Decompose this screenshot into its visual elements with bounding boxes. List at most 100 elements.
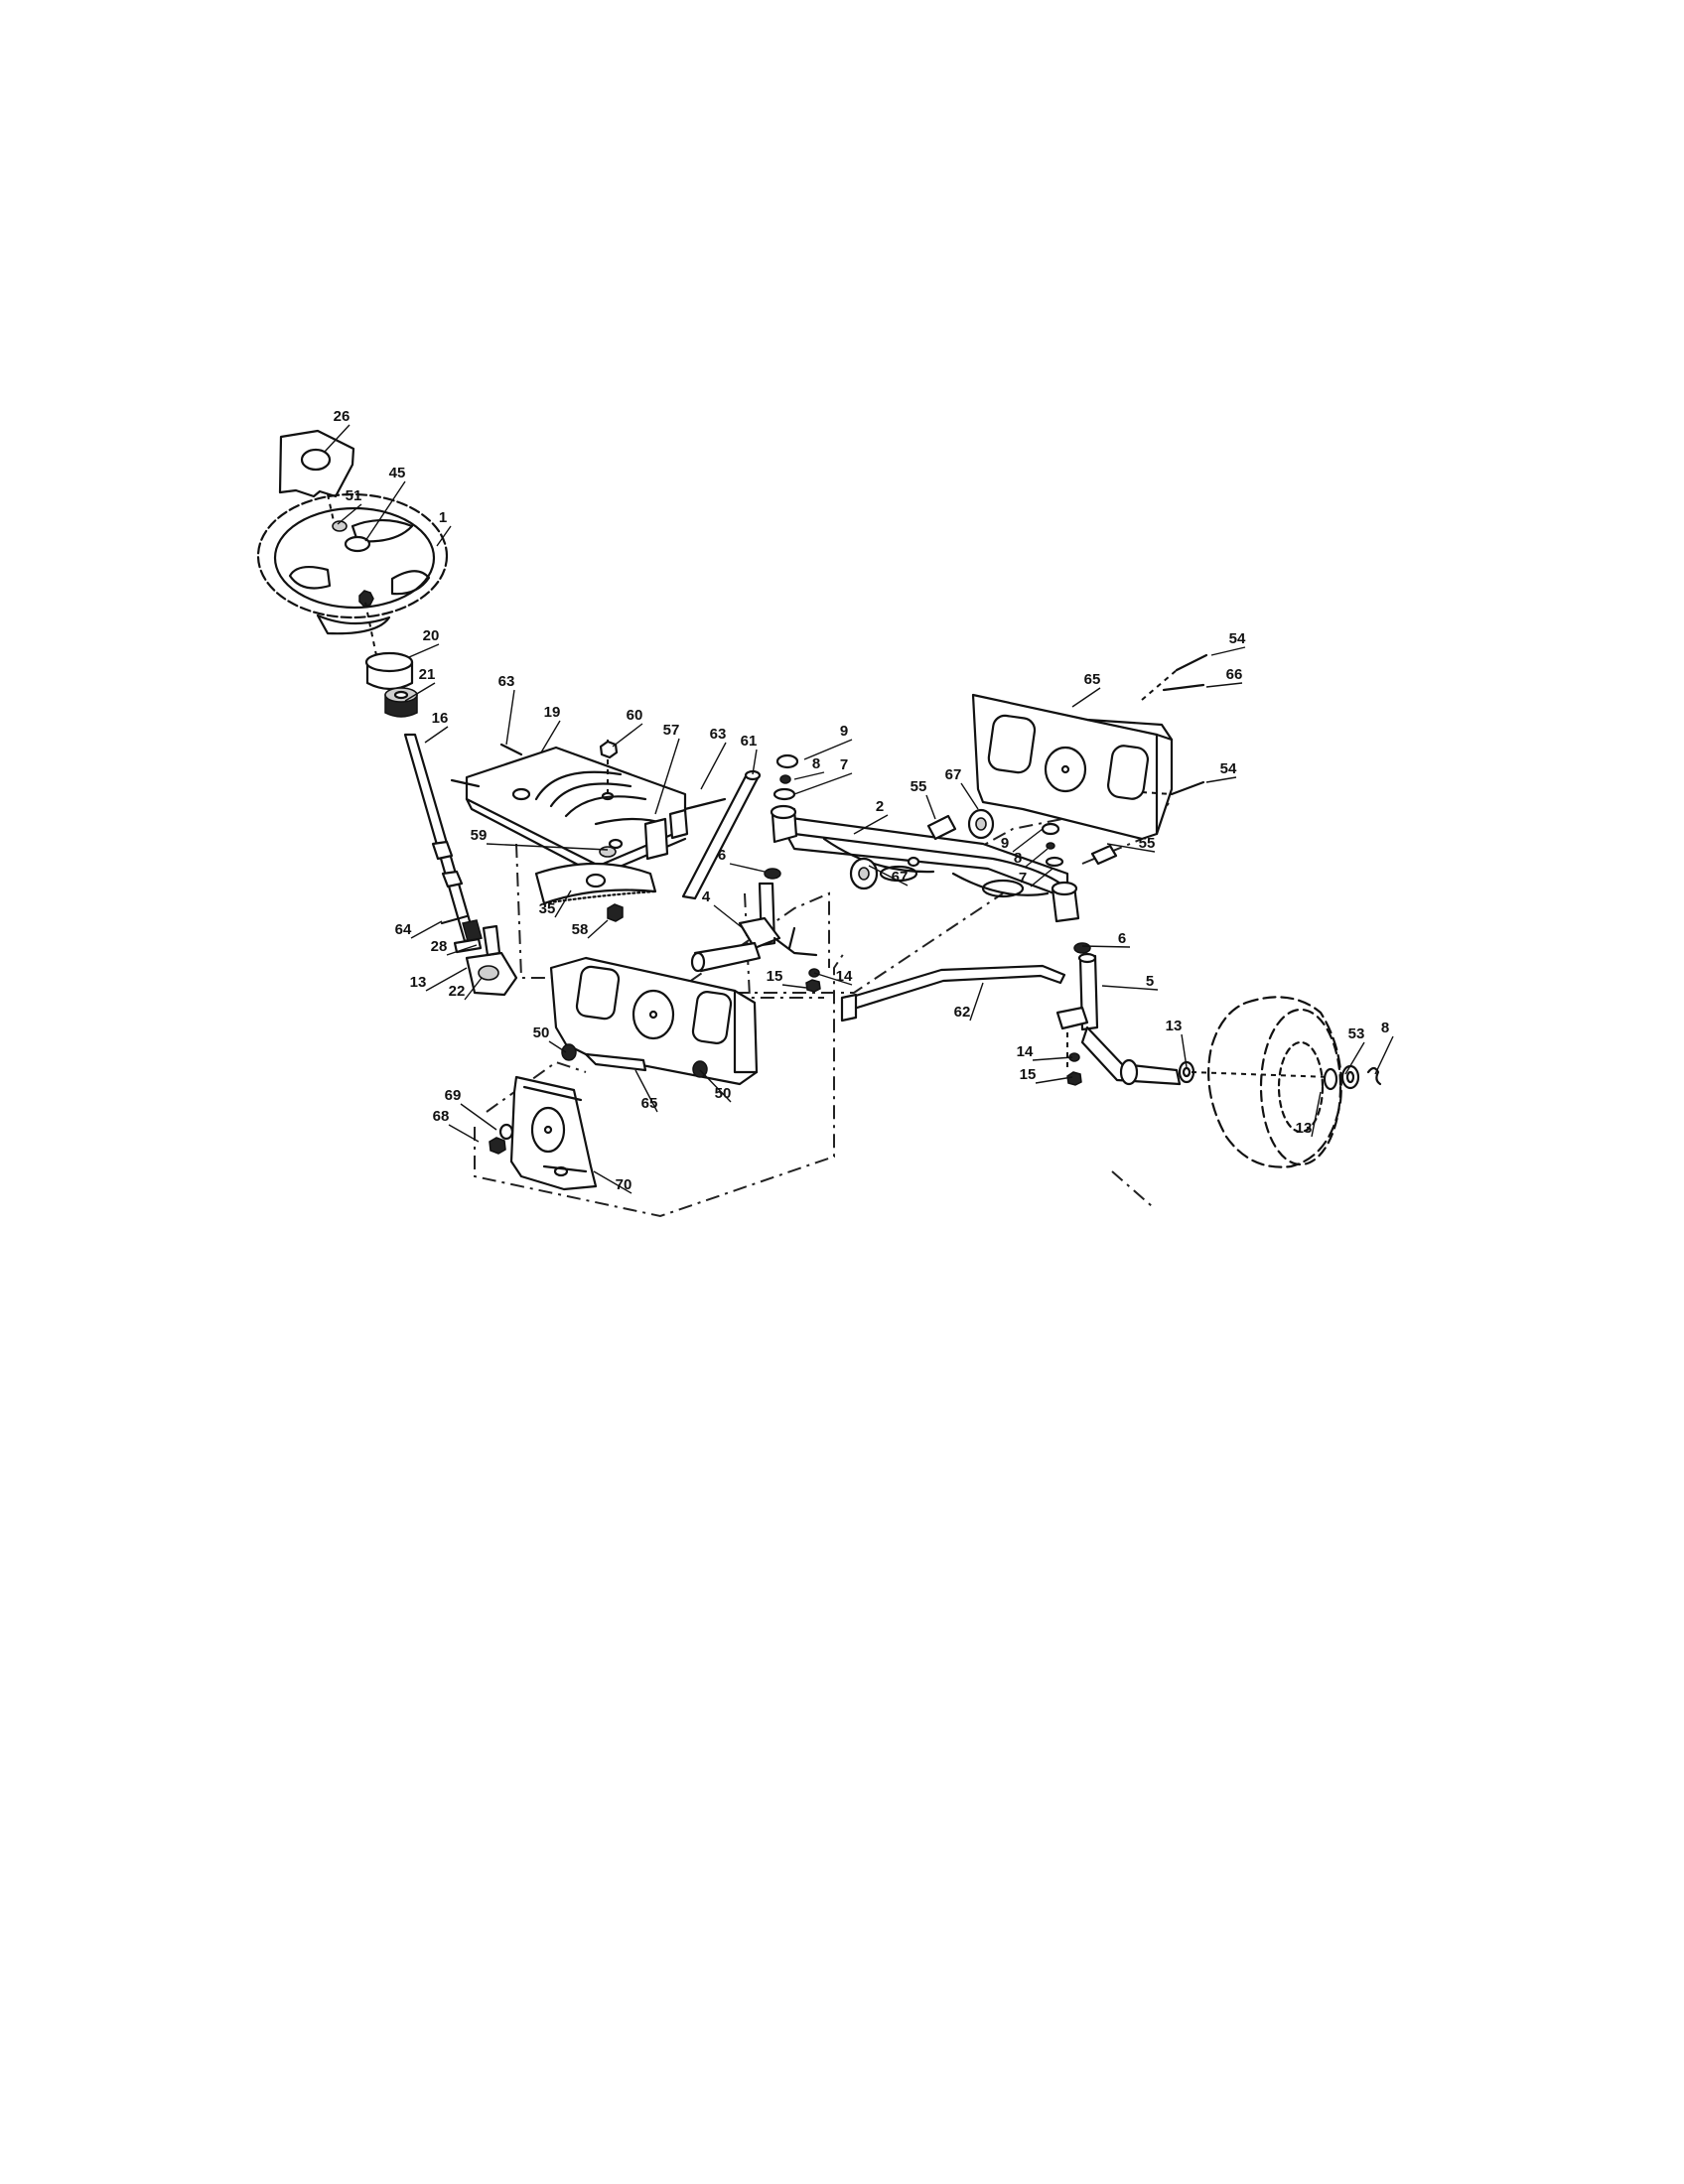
- part-callout-4: 4: [702, 888, 711, 905]
- leader-line: [793, 772, 853, 795]
- leader-line: [781, 984, 807, 989]
- part-callout-51: 51: [346, 487, 362, 504]
- tie-rod: [840, 964, 1066, 1023]
- part-callout-67: 67: [892, 869, 909, 886]
- leader-line: [1205, 682, 1243, 688]
- front-axle: [770, 804, 1080, 923]
- right-spindle-fasteners: [1066, 1052, 1082, 1086]
- leader-line: [813, 972, 853, 986]
- part-callout-13: 13: [410, 974, 427, 991]
- steering-wheel-cap: [278, 429, 355, 522]
- part-callout-69: 69: [445, 1087, 462, 1104]
- part-callout-45: 45: [389, 465, 406, 481]
- leader-line: [554, 889, 572, 918]
- leader-line: [540, 720, 561, 753]
- leader-line: [404, 682, 436, 702]
- leader-line: [853, 814, 889, 835]
- leader-line: [486, 843, 609, 851]
- leader-line: [364, 480, 406, 542]
- sector-gear: [534, 846, 657, 905]
- part-callout-57: 57: [663, 722, 680, 739]
- part-callout-2: 2: [876, 798, 884, 815]
- leader-line: [654, 738, 680, 815]
- steering-bushing: [364, 651, 414, 691]
- leader-line: [408, 643, 440, 658]
- part-callout-8: 8: [1381, 1020, 1389, 1036]
- part-callout-9: 9: [1001, 835, 1009, 852]
- part-callout-1: 1: [439, 509, 447, 526]
- leader-line: [1030, 868, 1053, 887]
- leader-line: [324, 424, 351, 453]
- leader-line: [505, 689, 515, 746]
- part-callout-55: 55: [1139, 835, 1156, 852]
- leader-line: [1071, 687, 1101, 708]
- leader-line: [1081, 945, 1131, 948]
- part-callout-54: 54: [1229, 630, 1246, 647]
- leader-line: [803, 739, 853, 760]
- leader-line: [868, 865, 909, 887]
- axle-support-plate-lower: [549, 956, 759, 1086]
- leader-line: [612, 723, 643, 748]
- leader-line: [593, 1170, 632, 1194]
- spindle-hardware: [772, 753, 1064, 868]
- leader-line: [548, 1040, 567, 1053]
- part-callout-54: 54: [1220, 760, 1237, 777]
- leader-line: [729, 863, 766, 873]
- part-callout-9: 9: [840, 723, 848, 740]
- part-callout-6: 6: [1118, 930, 1126, 947]
- leader-line: [1035, 1076, 1073, 1084]
- leader-line: [448, 1124, 480, 1143]
- part-callout-8: 8: [812, 755, 820, 772]
- steering-pivot-bracket: [440, 914, 518, 997]
- part-callout-5: 5: [1146, 973, 1154, 990]
- leader-line: [1205, 776, 1237, 783]
- part-callout-58: 58: [572, 921, 589, 938]
- part-callout-13: 13: [1166, 1018, 1183, 1034]
- part-callout-15: 15: [767, 968, 783, 985]
- leader-line: [700, 742, 727, 790]
- leader-line: [460, 1103, 497, 1131]
- part-callout-63: 63: [498, 673, 515, 690]
- part-callout-70: 70: [616, 1176, 632, 1193]
- part-callout-59: 59: [471, 827, 488, 844]
- part-callout-22: 22: [449, 983, 466, 1000]
- part-callout-68: 68: [433, 1108, 450, 1125]
- leader-line: [436, 525, 452, 547]
- leader-line: [587, 919, 609, 939]
- part-callout-15: 15: [1020, 1066, 1037, 1083]
- part-callout-7: 7: [1019, 870, 1027, 887]
- part-callout-60: 60: [627, 707, 643, 724]
- plate-nut: [599, 740, 619, 759]
- steering-wheel: [256, 492, 449, 661]
- part-callout-7: 7: [840, 756, 848, 773]
- steering-shaft: [403, 733, 483, 943]
- pivot-caps: [849, 808, 995, 890]
- part-callout-8: 8: [1014, 850, 1022, 867]
- part-callout-64: 64: [395, 921, 412, 938]
- leader-line: [446, 944, 478, 956]
- wheel-hardware: [1323, 1064, 1382, 1091]
- part-callout-19: 19: [544, 704, 561, 721]
- part-callout-63: 63: [710, 726, 727, 743]
- axle-spacers: [926, 814, 1118, 866]
- part-callout-14: 14: [1017, 1043, 1034, 1060]
- part-callout-66: 66: [1226, 666, 1243, 683]
- part-callout-61: 61: [741, 733, 758, 750]
- part-callout-14: 14: [836, 968, 853, 985]
- steering-support-plate: [450, 740, 687, 878]
- part-callout-55: 55: [911, 778, 927, 795]
- leader-line: [1374, 1035, 1394, 1075]
- plate-bolts: [1141, 653, 1208, 796]
- leader-line: [925, 794, 936, 820]
- part-callout-6: 6: [718, 847, 726, 864]
- part-callout-16: 16: [432, 710, 449, 727]
- leader-line: [1106, 843, 1156, 853]
- leader-line: [425, 967, 468, 992]
- part-callout-50: 50: [533, 1024, 550, 1041]
- leader-line: [1032, 1056, 1073, 1061]
- leader-line: [1181, 1033, 1188, 1068]
- front-wheel: [1191, 996, 1342, 1168]
- leader-line: [1101, 985, 1159, 991]
- part-callout-35: 35: [539, 900, 556, 917]
